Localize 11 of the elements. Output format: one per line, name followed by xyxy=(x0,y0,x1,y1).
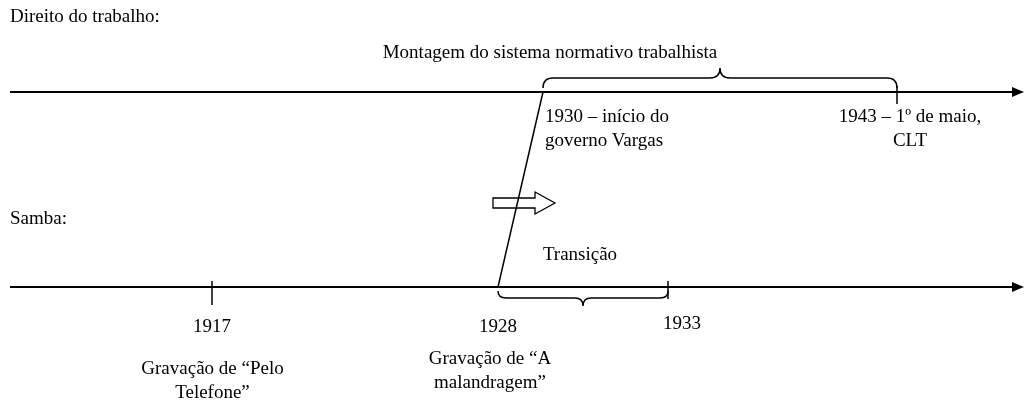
year-label: 1928 xyxy=(478,314,518,338)
event-label: 1943 – 1º de maio, CLT xyxy=(837,104,983,152)
year-label: 1933 xyxy=(662,311,702,335)
event-label: Gravação de “Pelo Telefone” xyxy=(140,356,285,404)
period-label: Transição xyxy=(541,242,619,266)
event-label: 1930 – início do governo Vargas xyxy=(545,104,671,152)
section-heading: Samba: xyxy=(10,206,68,230)
event-label: Gravação de “A malandragem” xyxy=(427,346,553,394)
period-label: Montagem do sistema normativo trabalhista xyxy=(381,40,719,64)
section-heading: Direito do trabalho: xyxy=(10,4,161,28)
year-label: 1917 xyxy=(192,314,232,338)
